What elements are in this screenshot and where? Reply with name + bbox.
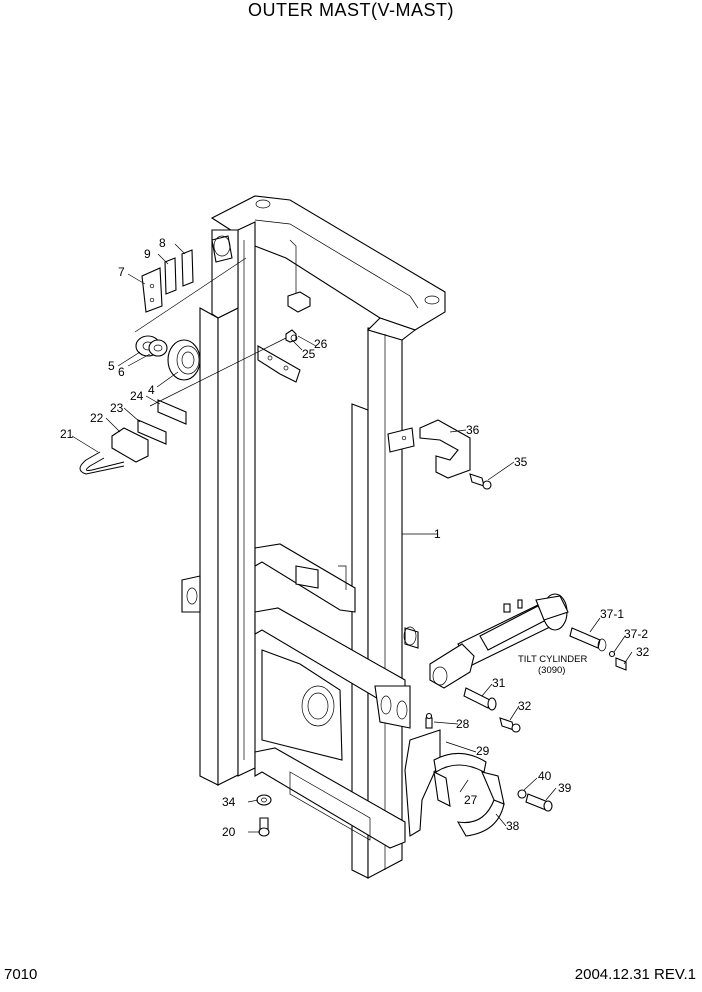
tilt-cylinder-ref: (3090) [538,665,565,676]
label-part-20: 20 [222,825,236,839]
label-part-9: 9 [144,247,151,261]
label-part-24: 24 [130,389,144,403]
label-part-6: 6 [118,365,125,379]
label-part-32-lower: 32 [518,699,532,713]
part-20-bolt [258,817,270,837]
page-title: OUTER MAST(V-MAST) [248,0,454,20]
label-part-39: 39 [558,781,572,795]
outer-mast-frame [181,195,446,879]
label-part-27: 27 [464,793,478,807]
label-part-8: 8 [159,236,166,250]
label-part-31: 31 [492,676,506,690]
part-38-cap [456,771,505,837]
label-part-36: 36 [466,423,480,437]
revision-date: 2004.12.31 REV.1 [574,966,696,983]
tilt-cylinder-assembly [429,593,627,689]
part-40-washer [517,789,527,799]
part-7-bracket [141,267,163,313]
part-28-grease-nipple [425,712,433,729]
part-29-cap [433,752,487,807]
label-part-22: 22 [90,411,104,425]
label-part-1: 1 [434,527,441,541]
part-4-roller-bearing [167,339,201,381]
label-part-4: 4 [148,383,155,397]
part-35-bolt [469,473,492,490]
part-22-clamp [111,427,149,463]
label-part-40: 40 [538,769,552,783]
part-23-shim [137,419,167,445]
label-part-35: 35 [514,455,528,469]
part-21-u-bolt [79,451,125,475]
label-part-38: 38 [506,819,520,833]
label-part-26: 26 [314,337,328,351]
label-part-28: 28 [456,717,470,731]
leader-lines [71,243,633,833]
label-part-21: 21 [60,427,74,441]
part-32-bolt [499,717,521,733]
part-9-shim [164,257,177,295]
label-part-7: 7 [118,265,125,279]
page-code: 7010 [4,966,38,983]
part-34-washer [256,794,272,806]
part-31-pin [463,687,497,711]
label-part-37-1: 37-1 [600,607,624,621]
label-part-5: 5 [108,359,115,373]
part-8-shim [181,249,194,287]
part-36-bracket [387,419,471,479]
label-part-37-2: 37-2 [624,627,648,641]
part-number-labels: 1 4 5 6 7 8 9 20 21 22 23 24 25 26 27 28… [60,236,650,839]
label-part-34: 34 [222,795,236,809]
part-25-26-nuts [285,329,298,343]
part-24-shim [157,399,187,425]
label-part-32-upper: 32 [636,645,650,659]
part-5-6-washers [135,335,168,357]
label-part-25: 25 [302,347,316,361]
label-part-29: 29 [476,744,490,758]
tilt-cylinder-label: TILT CYLINDER [518,654,587,665]
label-part-23: 23 [110,401,124,415]
part-39-bolt [525,793,553,812]
